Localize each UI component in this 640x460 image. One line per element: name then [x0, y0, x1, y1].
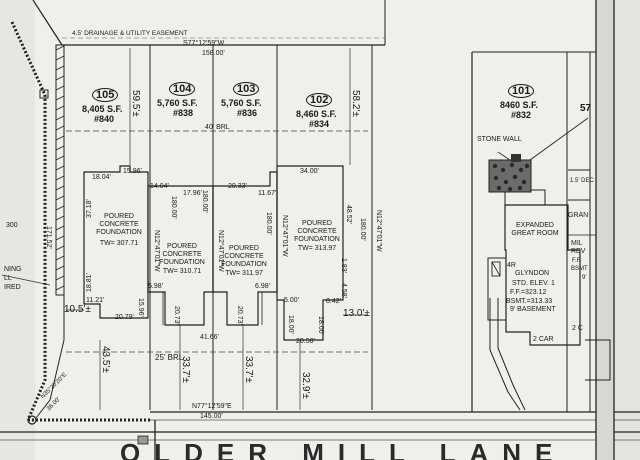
- f-8-42: 8.42': [326, 298, 341, 305]
- left-ning: NING: [4, 266, 22, 273]
- foundation-102-tw: TW= 313.97: [297, 245, 337, 252]
- foundation-103-label: POURED CONCRETE FOUNDATION: [221, 245, 267, 269]
- f-18-00b: 18.00': [317, 316, 324, 335]
- lot-102-address: #834: [309, 119, 330, 129]
- f-5-98: 5.98': [148, 283, 163, 290]
- bearing-v1: N12°47'01"W: [153, 230, 160, 272]
- lot-102-number: 102: [306, 93, 333, 107]
- lot-105-number: 105: [92, 88, 119, 102]
- lot-101-area: 8460 S.F.: [500, 100, 539, 110]
- dim-171-52: 171.52': [45, 226, 52, 249]
- bearing-v4: N12°47'01"W: [375, 210, 382, 252]
- garage-label: 2 CAR: [533, 336, 554, 343]
- lot-104-number: 104: [169, 82, 196, 96]
- dim-58-2: 58.2'±: [350, 90, 361, 117]
- f-18-00a: 18.00': [287, 315, 294, 334]
- lot-103-area: 5,760 S.F.: [221, 98, 262, 108]
- dim-180d: 180.00': [359, 218, 366, 241]
- foundation-105-label: POURED CONCRETE FOUNDATION: [96, 213, 142, 237]
- dim-13-0: 13.0'±: [343, 308, 370, 319]
- dim-32-9: 32.9'±: [300, 372, 311, 399]
- f-14-04: 14.04': [150, 183, 169, 190]
- gran-label: GRAN: [568, 212, 589, 219]
- dim-180c: 180.00': [265, 212, 272, 235]
- f-37-18: 37.18': [86, 199, 93, 218]
- glyndon-label: GLYNDON: [515, 270, 550, 277]
- f-18-81: 18.81': [86, 273, 93, 292]
- f-20-73a: 20.73': [173, 306, 180, 325]
- f-34-00: 34.00': [300, 168, 319, 175]
- road-name: OLDER MILL LANE: [120, 438, 567, 460]
- lot-103-number: 103: [233, 82, 260, 96]
- bearing-v3: N12°47'01"W: [281, 215, 288, 257]
- f-11-21: 11.21': [86, 297, 105, 304]
- ff-elev: F.F.=323.12: [510, 289, 547, 296]
- front-bearing: N77°12'59"E: [192, 403, 232, 410]
- lot-57-partial: 57: [580, 103, 592, 114]
- lot-102-area: 8,460 S.F.: [296, 109, 337, 119]
- expanded-great-room: EXPANDED GREAT ROOM: [511, 222, 559, 238]
- foundation-103-tw: TW= 311.97: [225, 270, 263, 277]
- f-15-96: 15.96': [123, 168, 142, 175]
- stone-wall-label: STONE WALL: [477, 136, 522, 143]
- lot-105-area: 8,405 S.F.: [82, 104, 123, 114]
- mil-label: MIL REV: [571, 240, 586, 256]
- dim-10-5: 10.5'±: [64, 304, 91, 315]
- dim-59-5: 59.5'±: [130, 90, 141, 117]
- ff2-label: F.F.: [572, 258, 582, 264]
- dim-180a: 180.00': [170, 196, 177, 219]
- foundation-104-tw: TW= 310.71: [162, 268, 202, 275]
- f-48-52: 48.52': [345, 205, 352, 224]
- f-20-33: 20.33': [228, 183, 247, 190]
- f-1-83: 1.83': [340, 258, 347, 273]
- lot-103-address: #836: [237, 108, 258, 118]
- easement-label: 4.5' DRAINAGE & UTILITY EASEMENT: [72, 30, 188, 37]
- dim-180b: 180.00': [201, 190, 208, 213]
- lot-101-number: 101: [508, 84, 535, 98]
- f-20-58: 20.58': [296, 338, 315, 345]
- foundation-104-label: POURED CONCRETE FOUNDATION: [159, 243, 205, 267]
- dim-300: 300: [6, 222, 18, 229]
- f-41-66: 41.66': [200, 334, 219, 341]
- f-6-98: 6.98': [255, 283, 270, 290]
- f-4-58: 4.58': [340, 283, 347, 298]
- f-5-00: 5.00': [284, 297, 299, 304]
- brl-rear: 40' BRL: [205, 124, 230, 131]
- lot-105-address: #840: [94, 114, 115, 124]
- f-20-73b: 20.73': [236, 306, 243, 325]
- f-11-67: 11.67': [258, 190, 277, 197]
- left-ll: LL: [4, 275, 12, 282]
- room-4r: 4R: [507, 262, 516, 269]
- foundation-105-tw: TW= 307.71: [99, 240, 139, 247]
- f-17-96: 17.96': [183, 190, 202, 197]
- basement-label: 9' BASEMENT: [510, 306, 556, 313]
- rear-bearing: S77°12'59"W: [183, 40, 225, 47]
- dim-43-5: 43.5'±: [100, 346, 111, 373]
- foundation-102-label: POURED CONCRETE FOUNDATION: [294, 220, 340, 244]
- f-18-04: 18.04': [92, 174, 111, 181]
- nine-label: 9': [582, 275, 587, 281]
- bearing-v2: N12°47'01"W: [217, 230, 224, 272]
- f-20-79: 20.79': [115, 314, 134, 321]
- bsmt-elev: BSMT.=313.33: [506, 298, 553, 305]
- brl-front: 25' BRL: [155, 353, 184, 362]
- lot-101-address: #832: [511, 110, 532, 120]
- f-15-96b: 15.96': [137, 298, 144, 317]
- dim-33-7b: 33.7'±: [243, 356, 254, 383]
- deck-label: 1.5' DEC: [570, 178, 594, 184]
- left-ired: IRED: [4, 284, 21, 291]
- front-length: 145.00': [200, 413, 223, 420]
- std-elev: STD. ELEV. 1: [512, 280, 555, 287]
- lot-104-address: #838: [173, 108, 194, 118]
- lot-104-area: 5,760 S.F.: [157, 98, 198, 108]
- rear-length: 158.00': [202, 50, 225, 57]
- bsmt2-label: BSMT: [571, 266, 588, 272]
- two-c-label: 2 C: [572, 325, 583, 332]
